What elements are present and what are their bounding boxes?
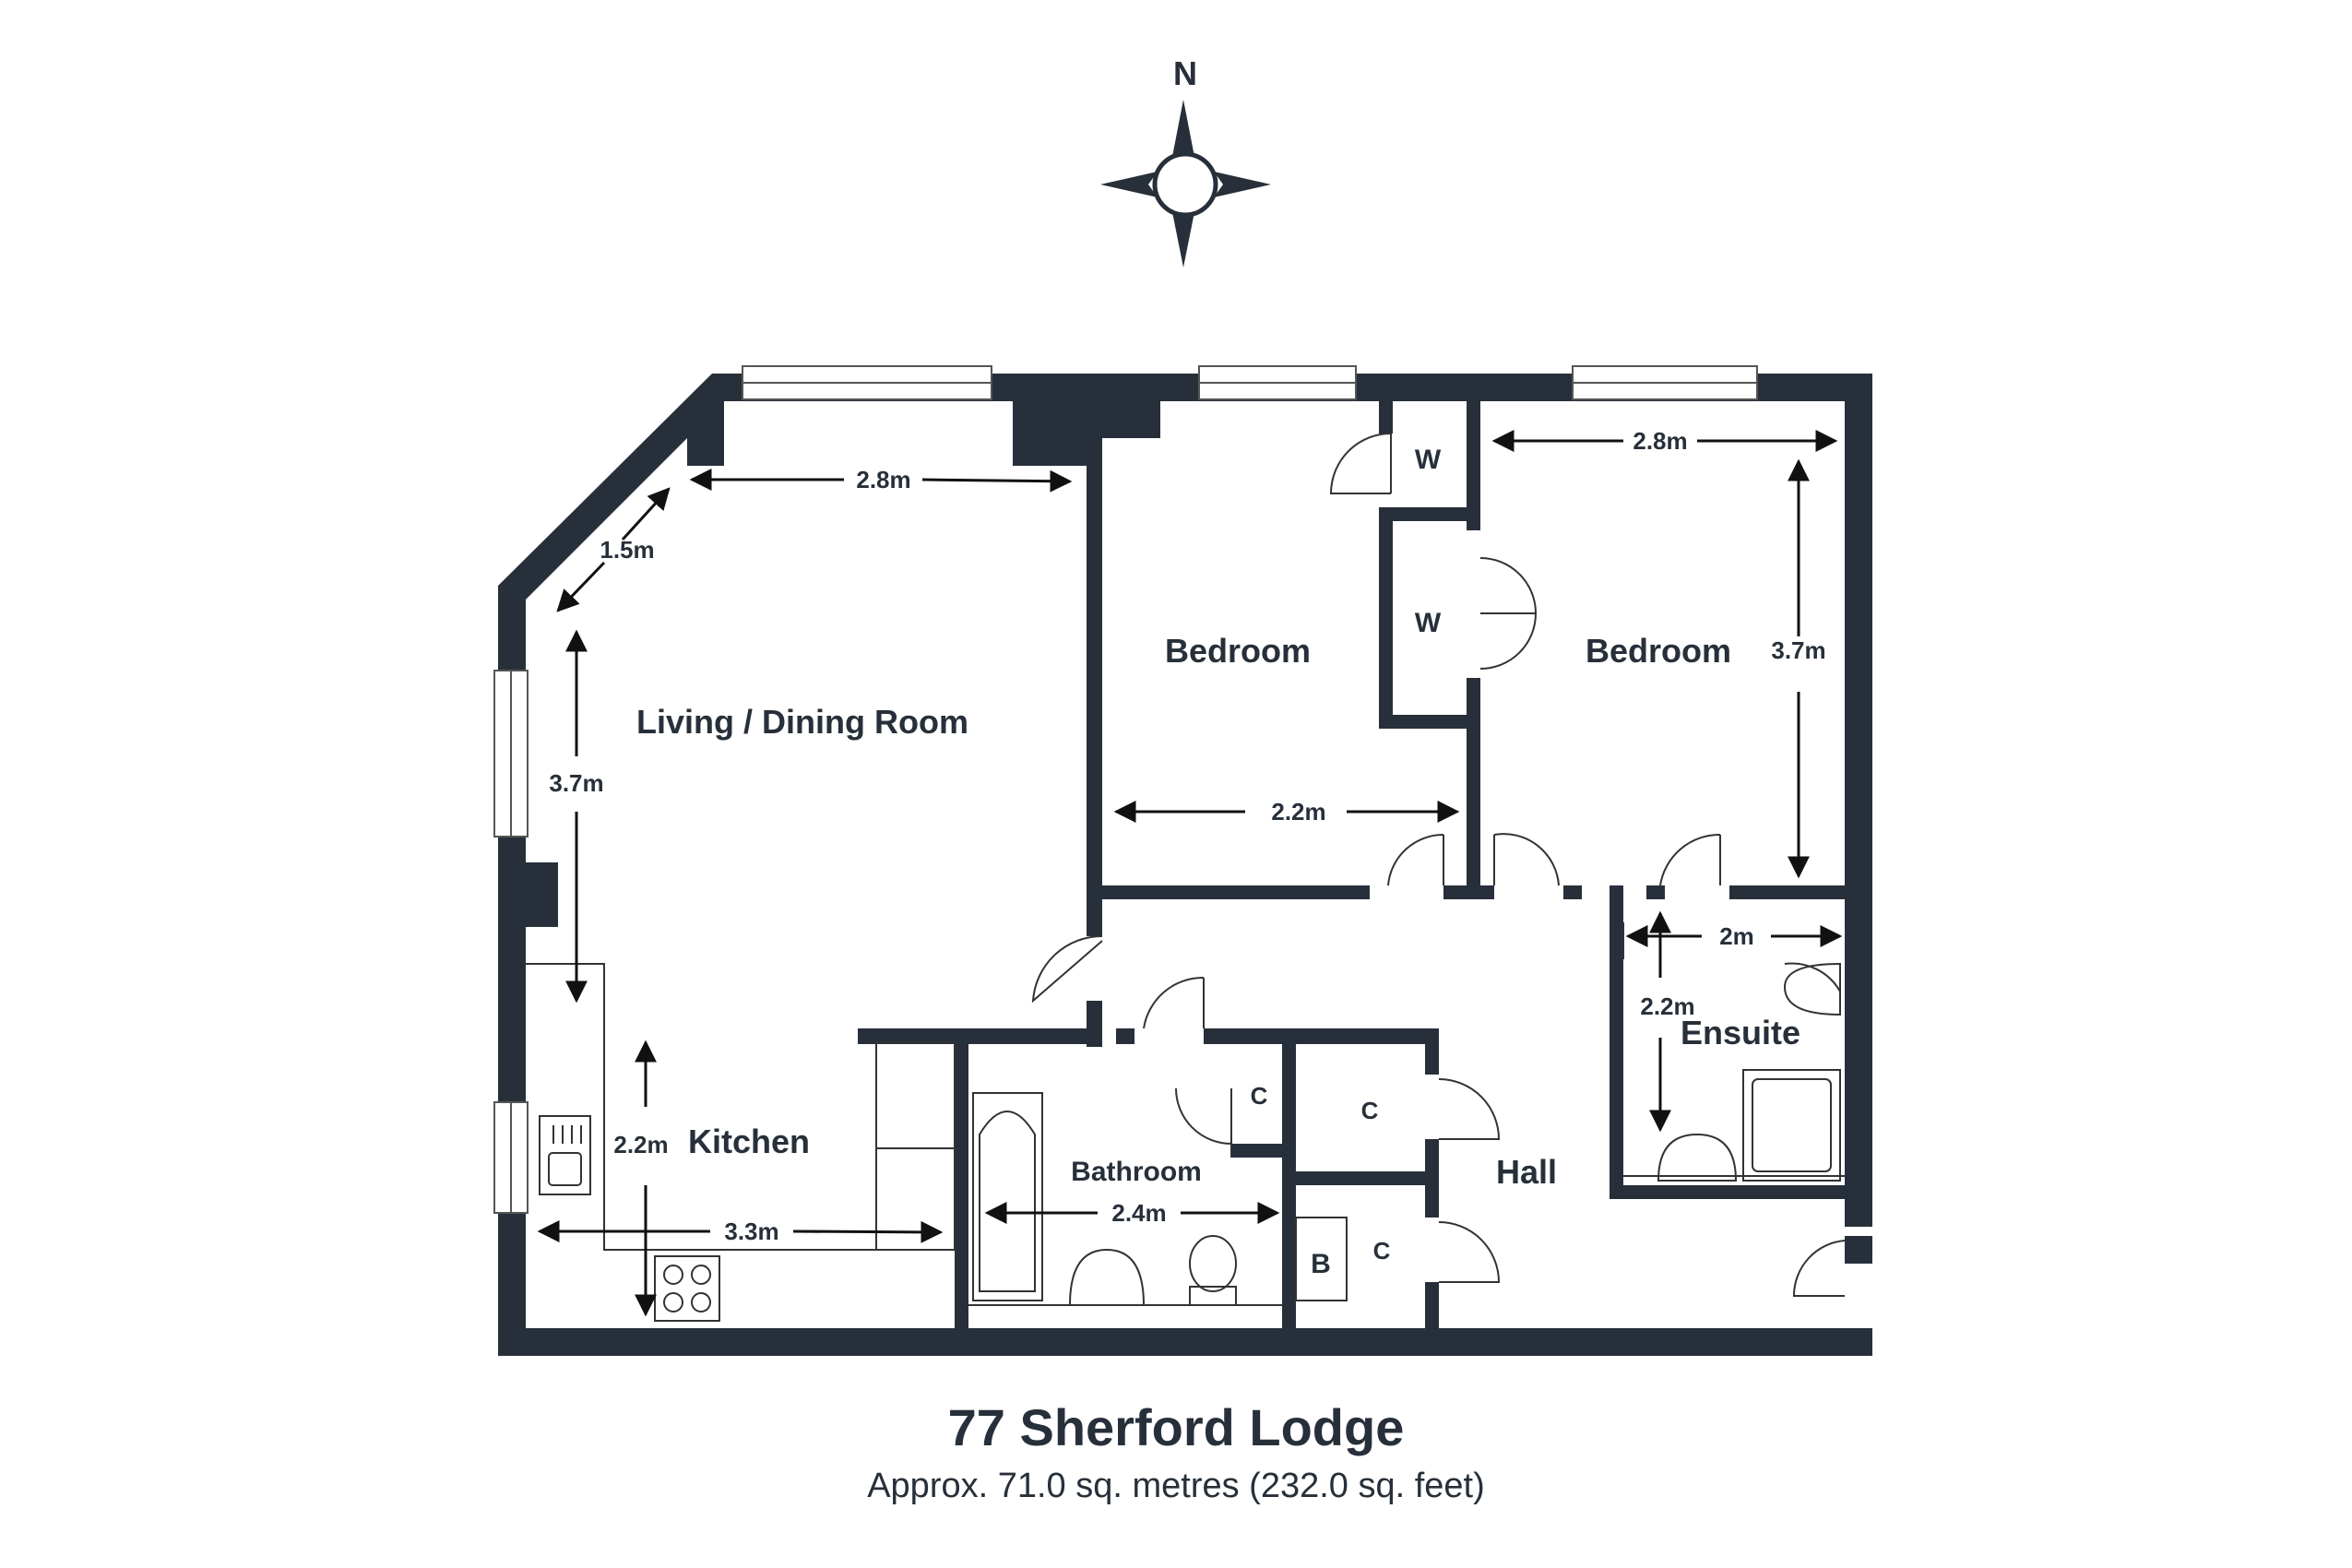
dim-kitchen-depth: 2.2m	[613, 1131, 668, 1158]
compass-north-label: N	[1173, 54, 1197, 92]
room-label-wardrobe-2: W	[1415, 608, 1442, 638]
room-label-hall: Hall	[1496, 1153, 1557, 1191]
ensuite-toilet-icon	[1657, 1133, 1738, 1182]
room-label-cupboard-3: C	[1373, 1237, 1391, 1265]
room-label-ensuite: Ensuite	[1681, 1014, 1800, 1051]
room-label-living: Living / Dining Room	[636, 703, 968, 741]
room-label-bedroom-1: Bedroom	[1165, 632, 1311, 670]
room-label-boiler: B	[1311, 1249, 1331, 1279]
ensuite-fixtures	[1623, 962, 1845, 1182]
dim-bedroom1-width: 2.2m	[1271, 798, 1325, 826]
dim-bedroom2-width: 2.8m	[1633, 427, 1687, 455]
shower-icon	[1742, 1069, 1841, 1182]
compass-rose-icon: N	[1100, 54, 1271, 267]
exterior-walls	[498, 374, 1872, 1356]
basin-icon	[1068, 1248, 1146, 1306]
windows	[493, 365, 1758, 1214]
dim-bedroom2-depth: 3.7m	[1771, 636, 1825, 664]
dim-bathroom-width: 2.4m	[1111, 1199, 1166, 1227]
bath-icon	[972, 1092, 1043, 1301]
dim-ensuite-width: 2m	[1719, 922, 1754, 950]
dim-living-depth: 3.7m	[549, 769, 603, 797]
room-label-cupboard-2: C	[1361, 1097, 1379, 1124]
room-label-cupboard-1: C	[1251, 1082, 1268, 1110]
room-label-bedroom-2: Bedroom	[1586, 632, 1731, 670]
toilet-icon	[1189, 1235, 1237, 1306]
property-area: Approx. 71.0 sq. metres (232.0 sq. feet)	[867, 1467, 1485, 1505]
dim-living-diagonal: 1.5m	[600, 536, 654, 564]
kitchen-units	[526, 963, 956, 1322]
dimension-arrows	[537, 430, 1843, 1317]
doors	[1031, 433, 1846, 1297]
room-label-bathroom: Bathroom	[1071, 1157, 1202, 1187]
room-label-wardrobe-1: W	[1415, 445, 1442, 475]
ensuite-basin-icon	[1783, 962, 1841, 1016]
sink-icon	[539, 1115, 591, 1195]
property-title: 77 Sherford Lodge	[947, 1398, 1405, 1456]
interior-walls	[858, 401, 1849, 1333]
dim-kitchen-width: 3.3m	[724, 1218, 778, 1245]
dim-ensuite-depth: 2.2m	[1640, 992, 1694, 1020]
room-label-kitchen: Kitchen	[688, 1123, 810, 1160]
hob-icon	[654, 1255, 720, 1322]
bathroom-fixtures	[968, 1092, 1282, 1306]
dim-living-width: 2.8m	[856, 466, 910, 493]
boiler-unit	[1295, 1217, 1348, 1301]
